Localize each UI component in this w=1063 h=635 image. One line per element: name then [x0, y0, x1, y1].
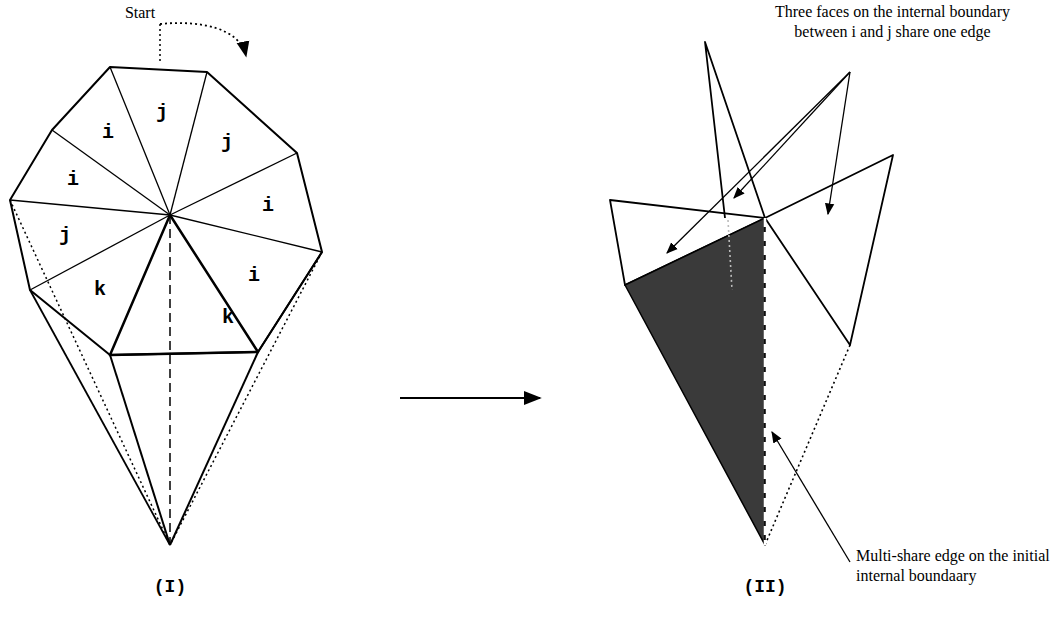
cone-edge — [110, 355, 170, 545]
start-direction-arrow — [160, 23, 246, 56]
leader-arrow — [667, 72, 850, 253]
face-label: j — [221, 132, 233, 154]
face-label: i — [102, 122, 114, 144]
hidden-edge — [10, 200, 170, 545]
fan-spokes — [10, 67, 322, 290]
boundary-edge — [169, 215, 171, 545]
hidden-edge — [765, 345, 850, 545]
face-label: k — [222, 307, 234, 329]
face-label: i — [248, 265, 260, 287]
spike-face — [705, 42, 765, 218]
hidden-edge — [728, 220, 732, 290]
start-mark — [159, 24, 161, 64]
transform-arrow — [400, 397, 540, 399]
bold-face — [110, 215, 258, 355]
fan-figure — [10, 23, 322, 545]
face-label: k — [94, 279, 106, 301]
cone-edge — [170, 352, 258, 545]
leader-arrow — [772, 432, 850, 562]
face-label: j — [156, 102, 168, 124]
figure-label: (II) — [743, 576, 786, 598]
face-label: i — [262, 195, 274, 217]
split-figure — [610, 42, 893, 562]
shaded-face — [625, 218, 765, 545]
callout-note: Three faces on the internal boundary bet… — [770, 2, 1015, 42]
start-label: Start — [125, 3, 155, 23]
face-label: i — [67, 169, 79, 191]
right-flap — [765, 155, 893, 345]
leader-arrow — [828, 72, 850, 214]
face-label: j — [59, 225, 71, 247]
leader-arrow — [734, 72, 850, 198]
figure-label: (I) — [154, 576, 186, 598]
multi-share-edge — [764, 218, 767, 545]
cone-edge — [30, 290, 170, 545]
fan-outline — [10, 67, 322, 355]
hidden-edge — [170, 252, 322, 545]
callout-note: Multi-share edge on the initial internal… — [856, 546, 1056, 586]
